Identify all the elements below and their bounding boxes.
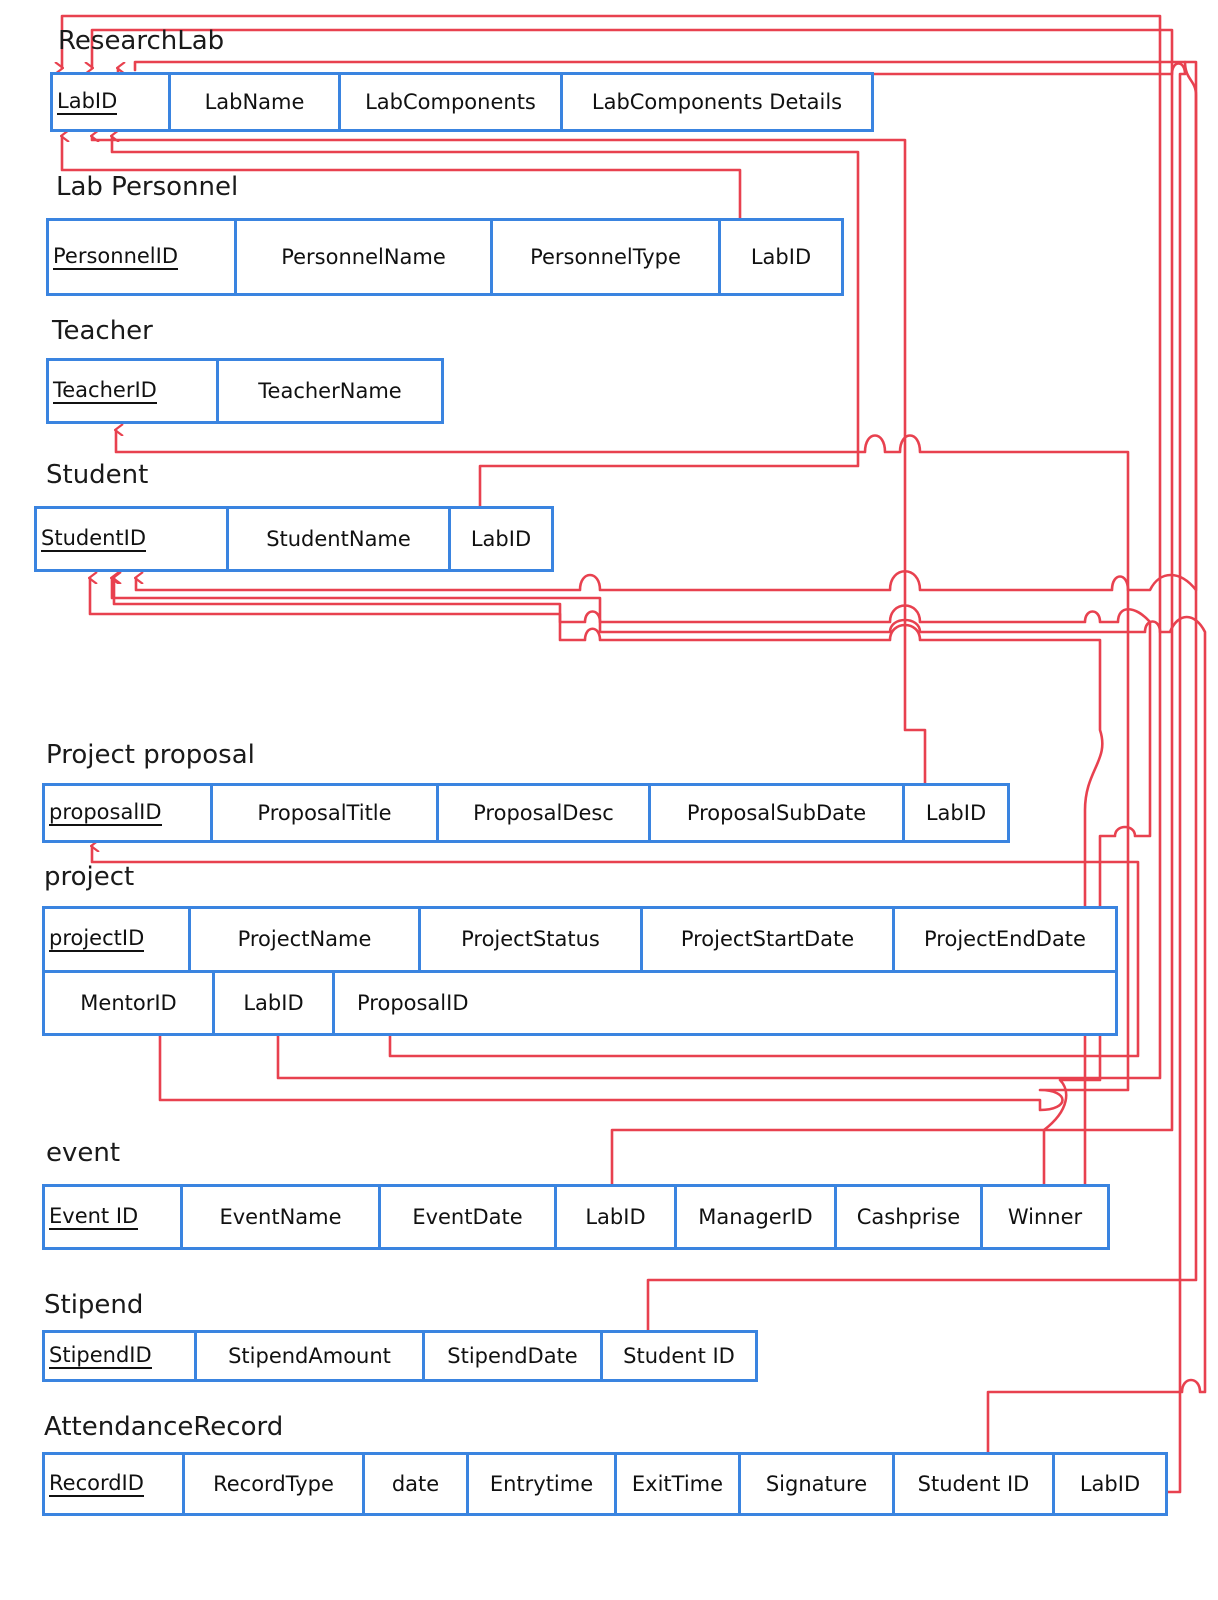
rel-student-lab xyxy=(112,136,860,508)
rel-attendance-student xyxy=(112,578,1207,1454)
table-row: TeacherID TeacherName xyxy=(49,361,441,421)
rel-stipend-student xyxy=(133,60,1198,1332)
field-stipendid-pk: StipendID xyxy=(45,1333,197,1379)
field-labid-pk: LabID xyxy=(53,75,171,129)
field-labid: LabID xyxy=(557,1187,677,1247)
field-stipendamount: StipendAmount xyxy=(197,1333,425,1379)
table-title-project: project xyxy=(44,862,135,892)
field-proposaldesc: ProposalDesc xyxy=(439,786,651,840)
table-row: RecordID RecordType date Entrytime ExitT… xyxy=(45,1455,1165,1513)
rel-project-proposal xyxy=(92,846,1140,1058)
rel-attendance-lab xyxy=(118,64,1187,1494)
field-proposalsubdate: ProposalSubDate xyxy=(651,786,905,840)
field-exittime: ExitTime xyxy=(617,1455,741,1513)
field-studentid: Student ID xyxy=(895,1455,1055,1513)
table-title-event: event xyxy=(46,1138,121,1168)
table-attendancerecord: RecordID RecordType date Entrytime ExitT… xyxy=(42,1452,1168,1516)
table-projectproposal: proposalID ProposalTitle ProposalDesc Pr… xyxy=(42,783,1010,843)
field-personneltype: PersonnelType xyxy=(493,221,721,293)
rel-mentor-teacher xyxy=(116,430,1130,1112)
field-teachername: TeacherName xyxy=(258,379,402,403)
field-recordtype: RecordType xyxy=(185,1455,365,1513)
field-recordid-pk: RecordID xyxy=(45,1455,185,1513)
field-mentorid: MentorID xyxy=(45,972,215,1033)
field-projectenddate: ProjectEndDate xyxy=(924,927,1086,952)
table-row: Event ID EventName EventDate LabID Manag… xyxy=(45,1187,1107,1247)
field-studentname: StudentName xyxy=(229,509,451,569)
table-title-labpersonnel: Lab Personnel xyxy=(56,172,239,202)
rel-project-lab xyxy=(62,14,1162,1080)
field-proposalid: ProposalID xyxy=(357,990,469,1015)
table-project: projectID ProjectName ProjectStatus Proj… xyxy=(42,906,1118,1036)
field-labname: LabName xyxy=(171,75,341,129)
rel-stipend-student-b xyxy=(136,60,1198,592)
table-row: projectID ProjectName ProjectStatus Proj… xyxy=(45,909,1115,970)
table-labpersonnel: PersonnelID PersonnelName PersonnelType … xyxy=(46,218,844,296)
table-row: LabID LabName LabComponents LabComponent… xyxy=(53,75,871,129)
field-labid: LabID xyxy=(470,527,532,551)
field-labid: LabID xyxy=(1079,1472,1141,1496)
table-title-stipend: Stipend xyxy=(44,1290,144,1320)
rel-labpersonnel-lab xyxy=(62,136,742,220)
field-signature: Signature xyxy=(741,1455,895,1513)
table-title-projectproposal: Project proposal xyxy=(46,740,255,770)
field-eventdate: EventDate xyxy=(381,1187,557,1247)
field-proposaltitle: ProposalTitle xyxy=(213,786,439,840)
field-studentid: Student ID xyxy=(623,1344,735,1368)
field-personnelname: PersonnelName xyxy=(237,221,493,293)
field-winner: Winner xyxy=(1007,1205,1083,1229)
field-labid: LabID xyxy=(925,801,987,825)
rel-proposal-lab xyxy=(92,136,927,785)
field-eventid-pk: Event ID xyxy=(45,1187,183,1247)
table-row: PersonnelID PersonnelName PersonnelType … xyxy=(49,221,841,293)
field-teacherid-pk: TeacherID xyxy=(49,361,219,421)
field-proposalid-pk: proposalID xyxy=(45,786,213,840)
rel-winner-student xyxy=(90,578,1152,1186)
field-labid: LabID xyxy=(750,245,812,269)
field-projectname: ProjectName xyxy=(191,909,421,970)
rel-event-lab xyxy=(92,28,1174,1186)
table-stipend: StipendID StipendAmount StipendDate Stud… xyxy=(42,1330,758,1382)
field-entrytime: Entrytime xyxy=(469,1455,617,1513)
field-eventname: EventName xyxy=(183,1187,381,1247)
field-stipenddate: StipendDate xyxy=(425,1333,603,1379)
field-cashprise: Cashprise xyxy=(837,1187,983,1247)
field-studentid-pk: StudentID xyxy=(37,509,229,569)
table-event: Event ID EventName EventDate LabID Manag… xyxy=(42,1184,1110,1250)
field-date: date xyxy=(365,1455,469,1513)
table-teacher: TeacherID TeacherName xyxy=(46,358,444,424)
table-title-attendancerecord: AttendanceRecord xyxy=(44,1412,284,1442)
field-projectstartdate: ProjectStartDate xyxy=(643,909,895,970)
table-row: StudentID StudentName LabID xyxy=(37,509,551,569)
field-labid: LabID xyxy=(215,972,335,1033)
rel-manager-student xyxy=(114,578,1104,1186)
field-projectid-pk: projectID xyxy=(45,909,191,970)
table-title-researchlab: ResearchLab xyxy=(58,26,225,56)
table-researchlab: LabID LabName LabComponents LabComponent… xyxy=(50,72,874,132)
field-managerid: ManagerID xyxy=(677,1187,837,1247)
table-title-teacher: Teacher xyxy=(52,316,153,346)
table-row: proposalID ProposalTitle ProposalDesc Pr… xyxy=(45,786,1007,840)
table-student: StudentID StudentName LabID xyxy=(34,506,554,572)
table-row: MentorID LabID ProposalID xyxy=(45,969,1115,1033)
table-row: StipendID StipendAmount StipendDate Stud… xyxy=(45,1333,755,1379)
field-labcomponents-details: LabComponents Details xyxy=(591,90,843,114)
table-title-student: Student xyxy=(46,460,149,490)
field-projectstatus: ProjectStatus xyxy=(421,909,643,970)
field-personnelid-pk: PersonnelID xyxy=(49,221,237,293)
field-labcomponents: LabComponents xyxy=(341,75,563,129)
